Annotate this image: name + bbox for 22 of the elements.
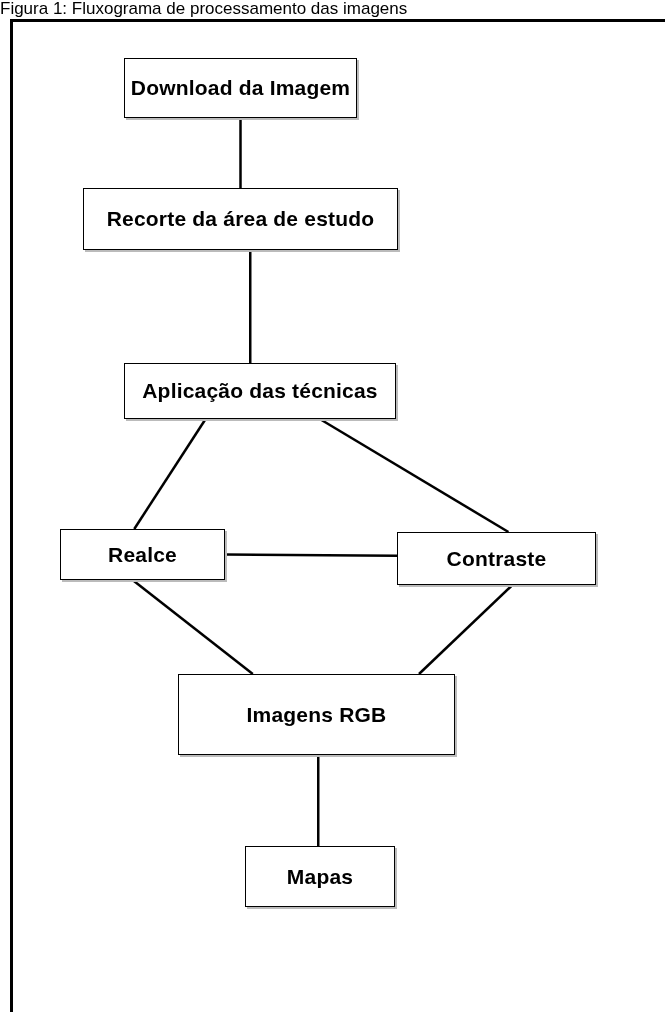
connector-line [239,118,242,188]
box-label: Recorte da área de estudo [106,207,375,231]
figure-title: Figura 1: Fluxograma de processamento das imagens [0,0,408,18]
connector-line [418,584,514,675]
box-label: Download da Imagem [130,76,351,100]
box-label: Aplicação das técnicas [142,379,378,403]
process-box [178,674,455,755]
connector-line [225,553,397,558]
process-box [124,58,357,118]
process-box [83,188,398,250]
process-box [245,846,395,907]
connector-line [131,579,254,675]
connector-line [249,250,252,363]
box-label: Realce [108,542,177,567]
process-box [124,363,396,419]
box-label: Contraste [446,546,547,571]
process-box [60,529,225,580]
box-label: Imagens RGB [246,702,387,727]
connector-line [317,755,320,846]
process-box [397,532,596,585]
connector-line [133,418,207,530]
box-label: Mapas [286,864,354,889]
